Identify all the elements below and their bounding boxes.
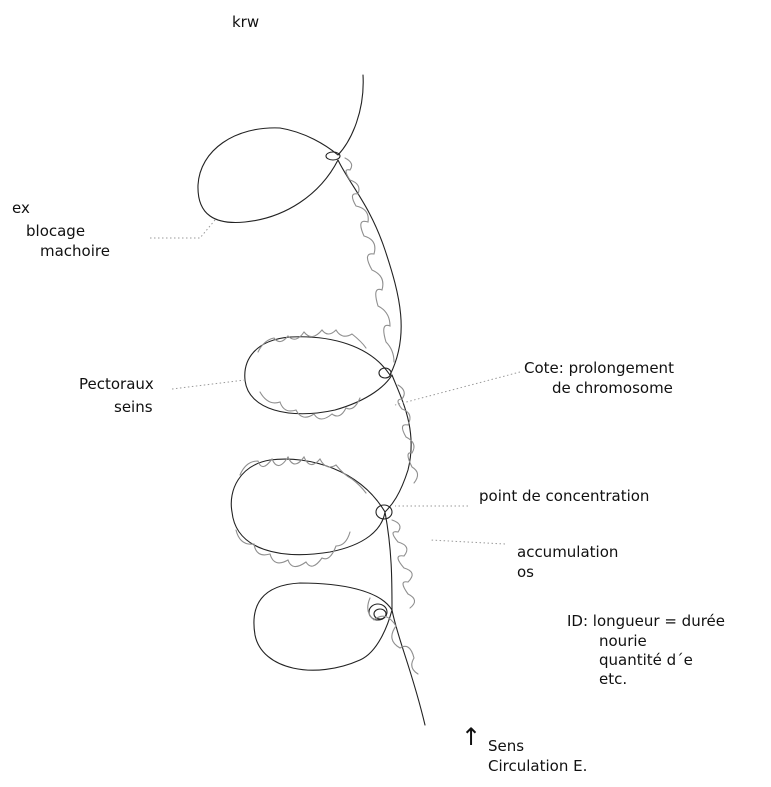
- coil-lower: [368, 598, 418, 674]
- coil-accumulation: [392, 520, 415, 608]
- id-label-line2: nourie: [599, 632, 647, 650]
- machoire-label: machoire: [40, 242, 110, 260]
- leader-pectoraux: [172, 380, 245, 389]
- id-label-line1: ID: longueur = durée: [567, 612, 725, 630]
- cote-label-line2: de chromosome: [552, 379, 673, 397]
- knot-1: [326, 152, 340, 160]
- id-label-line4: etc.: [599, 670, 627, 688]
- circulation-label: Circulation E.: [488, 757, 587, 775]
- sens-label: Sens: [488, 737, 524, 755]
- title-label: krw: [232, 13, 259, 31]
- accumulation-label: accumulation: [517, 543, 618, 561]
- point-concentration-label: point de concentration: [479, 487, 649, 505]
- up-arrow-icon: ↑: [461, 724, 481, 750]
- seins-label: seins: [114, 398, 153, 416]
- cote-label-line1: Cote: prolongement: [524, 359, 674, 377]
- blocage-label: blocage: [26, 222, 85, 240]
- coil-pectoral-top: [258, 330, 366, 352]
- leader-machoire: [150, 220, 215, 238]
- leader-accumulation: [430, 540, 505, 544]
- knot-4b: [374, 609, 386, 619]
- id-label-line3: quantité d´e: [599, 651, 693, 669]
- pectoraux-label: Pectoraux: [79, 375, 154, 393]
- os-label: os: [517, 563, 534, 581]
- coil-concentration-bottom: [236, 530, 350, 567]
- ex-label: ex: [12, 199, 30, 217]
- coil-upper: [345, 158, 394, 362]
- main-curve: [198, 75, 425, 725]
- coil-pectoral-bottom: [260, 392, 360, 419]
- leader-cote: [395, 372, 520, 405]
